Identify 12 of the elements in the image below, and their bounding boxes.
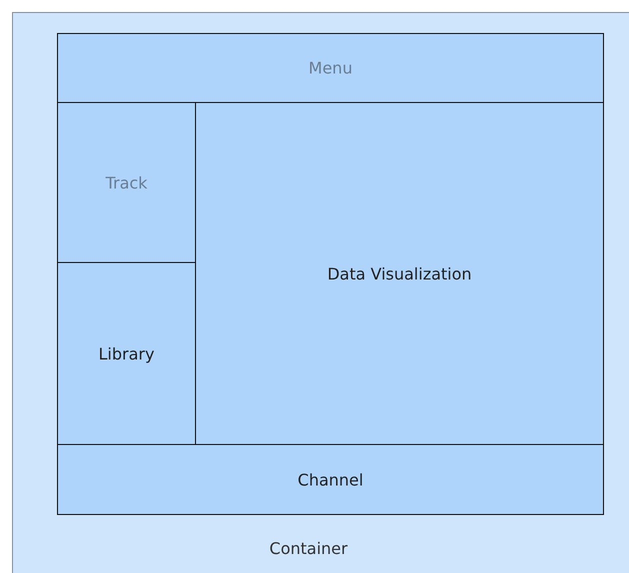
layout-region — [57, 444, 604, 515]
layout-region — [57, 102, 196, 263]
region-label: Library — [98, 344, 156, 363]
region-label: Container — [268, 539, 349, 558]
region-label: Channel — [296, 470, 364, 489]
region-label: Menu — [308, 58, 354, 78]
region-label: Track — [104, 173, 148, 192]
layout-region — [57, 33, 604, 103]
region-label: Data Visualization — [326, 264, 473, 283]
layout-region — [57, 262, 196, 445]
layout-region — [195, 102, 604, 445]
container-panel — [12, 12, 629, 573]
